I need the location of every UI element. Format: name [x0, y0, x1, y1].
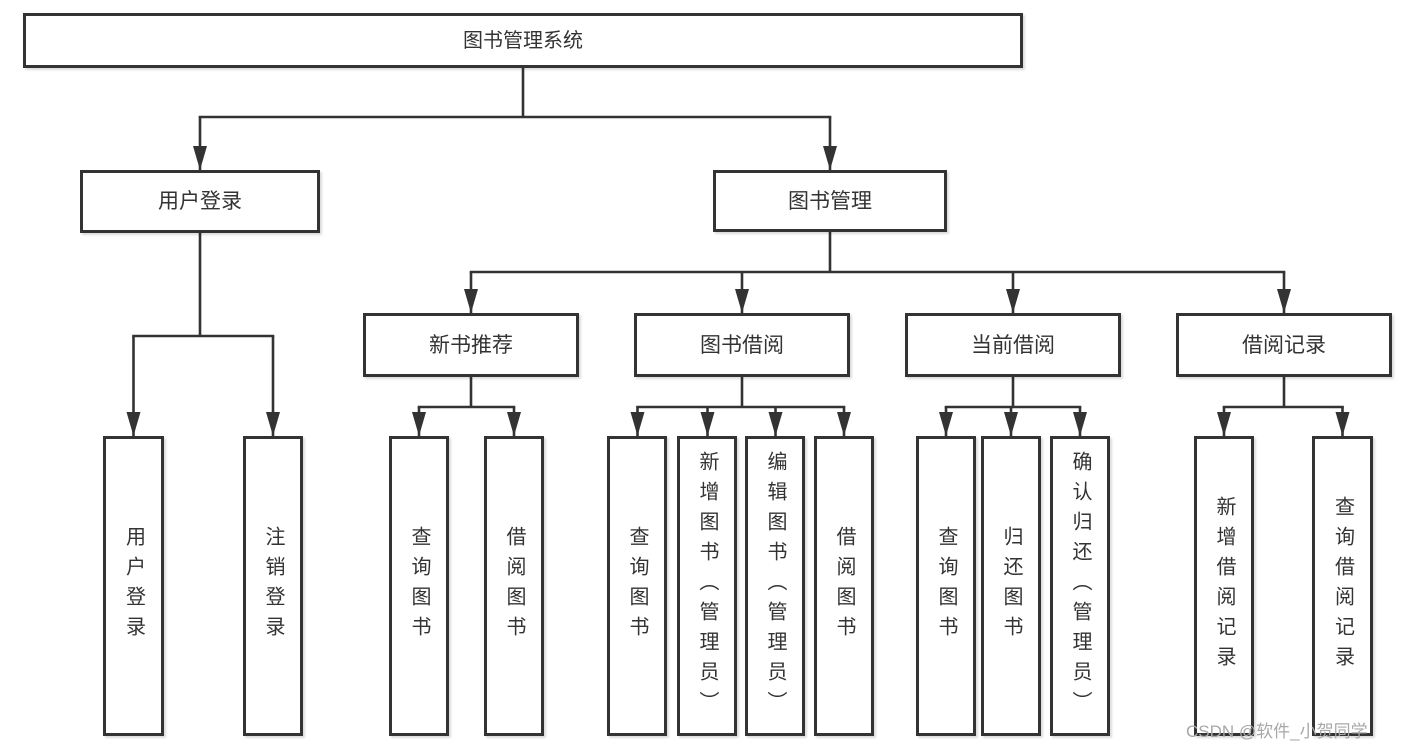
node-user-login: 用户登录 — [80, 170, 320, 233]
leaf-newbook-query-books: 查询图书 — [389, 436, 449, 736]
leaf-edit-books-admin: 编辑图书（管理员） — [745, 436, 805, 736]
leaf-query-borrow-record-label: 查询借阅记录 — [1331, 496, 1354, 676]
leaf-query-borrow-record: 查询借阅记录 — [1312, 436, 1373, 736]
node-book-management-label: 图书管理 — [788, 189, 872, 213]
node-current-borrow: 当前借阅 — [905, 313, 1121, 377]
leaf-add-books-admin: 新增图书（管理员） — [677, 436, 737, 736]
leaf-add-borrow-record-label: 新增借阅记录 — [1213, 496, 1235, 676]
leaf-newbook-query-books-label: 查询图书 — [408, 526, 430, 646]
node-book-borrow: 图书借阅 — [634, 313, 850, 377]
leaf-newbook-borrow-books: 借阅图书 — [484, 436, 544, 736]
node-new-book-recommend: 新书推荐 — [363, 313, 579, 377]
leaf-add-books-admin-label: 新增图书（管理员） — [696, 451, 718, 721]
csdn-watermark: CSDN @软件_小贺同学 — [1186, 722, 1368, 741]
node-borrow-records-label: 借阅记录 — [1242, 333, 1326, 357]
leaf-edit-books-admin-label: 编辑图书（管理员） — [764, 451, 786, 721]
leaf-borrow-books: 借阅图书 — [814, 436, 874, 736]
leaf-confirm-return-admin: 确认归还（管理员） — [1050, 436, 1110, 736]
leaf-current-query-books: 查询图书 — [916, 436, 976, 736]
node-borrow-records: 借阅记录 — [1176, 313, 1392, 377]
leaf-borrow-books-label: 借阅图书 — [833, 526, 855, 646]
leaf-borrow-query-books-label: 查询图书 — [626, 526, 648, 646]
leaf-confirm-return-admin-label: 确认归还（管理员） — [1069, 451, 1091, 721]
leaf-newbook-borrow-books-label: 借阅图书 — [503, 526, 525, 646]
leaf-user-login: 用户登录 — [103, 436, 164, 736]
node-root-label: 图书管理系统 — [463, 29, 583, 52]
node-book-management: 图书管理 — [713, 170, 947, 232]
leaf-return-books-label: 归还图书 — [1000, 526, 1022, 646]
node-root-system: 图书管理系统 — [23, 13, 1023, 68]
leaf-logout-label: 注销登录 — [262, 526, 284, 646]
node-book-borrow-label: 图书借阅 — [700, 333, 784, 357]
node-user-login-label: 用户登录 — [158, 190, 242, 213]
leaf-add-borrow-record: 新增借阅记录 — [1194, 436, 1254, 736]
leaf-user-login-label: 用户登录 — [122, 526, 145, 646]
leaf-logout: 注销登录 — [243, 436, 303, 736]
node-current-borrow-label: 当前借阅 — [971, 333, 1055, 357]
leaf-borrow-query-books: 查询图书 — [607, 436, 667, 736]
leaf-return-books: 归还图书 — [981, 436, 1041, 736]
node-new-book-recommend-label: 新书推荐 — [429, 333, 513, 357]
leaf-current-query-books-label: 查询图书 — [935, 526, 957, 646]
